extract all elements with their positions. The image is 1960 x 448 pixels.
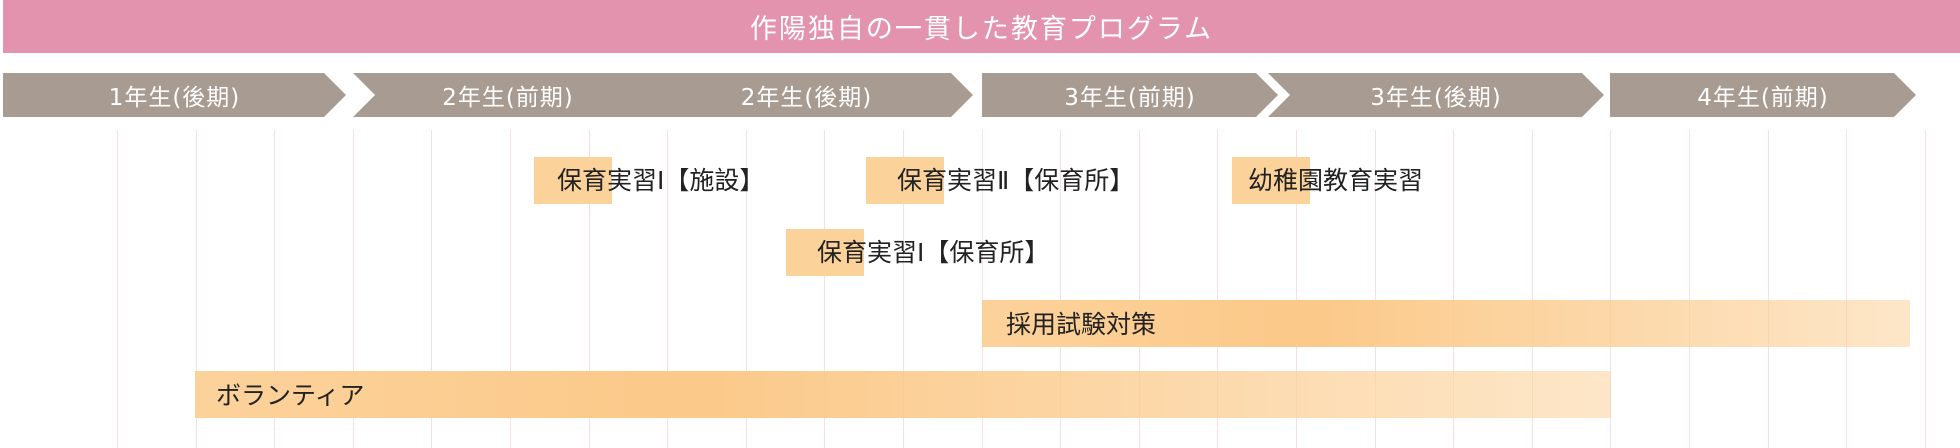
label-nursery-practicum-1-nursery: 保育実習Ⅰ【保育所】 (817, 238, 1050, 267)
grid-line (510, 130, 511, 448)
grid-line (1531, 130, 1533, 448)
period-label: 3年生(後期) (1370, 85, 1502, 111)
grid-line (1296, 130, 1297, 448)
grid-line (745, 130, 747, 448)
label-nursery-practicum-2-nursery: 保育実習Ⅱ【保育所】 (897, 166, 1135, 195)
grid-line (117, 130, 118, 448)
bar-employment-exam-prep (982, 300, 1910, 347)
bar-nursery-practicum-1-facility (534, 157, 612, 204)
grid-line (1374, 130, 1376, 448)
bar-volunteer (195, 371, 1611, 418)
bar-kindergarten-practicum (1232, 157, 1310, 204)
grid-line (1217, 130, 1219, 448)
grid-line (903, 130, 904, 448)
grid-line (1846, 130, 1848, 448)
grid-line (1767, 130, 1769, 448)
grid-line (1060, 130, 1062, 448)
bar-nursery-practicum-2-nursery (866, 157, 944, 204)
grid-line (352, 130, 354, 448)
grid-line (1924, 130, 1926, 448)
period-arrow-1: 1年生(後期) (3, 73, 346, 117)
label-employment-exam-prep: 採用試験対策 (1006, 310, 1157, 339)
period-label: 2年生(後期) (740, 85, 873, 111)
title-banner: 作陽独自の一貫した教育プログラム (3, 0, 1960, 53)
grid-line (1453, 130, 1455, 448)
grid-line (981, 130, 983, 448)
label-nursery-practicum-1-facility: 保育実習Ⅰ【施設】 (557, 166, 765, 195)
period-label: 3年生(前期) (1064, 85, 1196, 111)
timeline-grid (0, 130, 1960, 448)
period-label: 1年生(後期) (108, 85, 241, 111)
grid-line (1610, 130, 1612, 448)
period-label: 4年生(前期) (1697, 85, 1829, 111)
bar-nursery-practicum-1-nursery (786, 229, 864, 276)
grid-line (274, 130, 276, 448)
period-label: 2年生(前期) (442, 85, 574, 111)
period-arrow-3: 2年生(後期) (640, 73, 973, 117)
period-arrow-5: 3年生(後期) (1268, 73, 1604, 117)
grid-line (431, 130, 433, 448)
label-kindergarten-practicum: 幼稚園教育実習 (1248, 166, 1424, 195)
period-arrow-6: 4年生(前期) (1610, 73, 1916, 117)
period-arrow-2: 2年生(前期) (353, 73, 663, 117)
grid-line (1689, 130, 1690, 448)
period-arrow-4: 3年生(前期) (982, 73, 1278, 117)
grid-line (588, 130, 590, 448)
grid-line (824, 130, 826, 448)
grid-line (667, 130, 669, 448)
label-volunteer: ボランティア (216, 381, 365, 410)
grid-line (1138, 130, 1140, 448)
grid-line (195, 130, 197, 448)
page-title: 作陽独自の一貫した教育プログラム (749, 14, 1214, 45)
